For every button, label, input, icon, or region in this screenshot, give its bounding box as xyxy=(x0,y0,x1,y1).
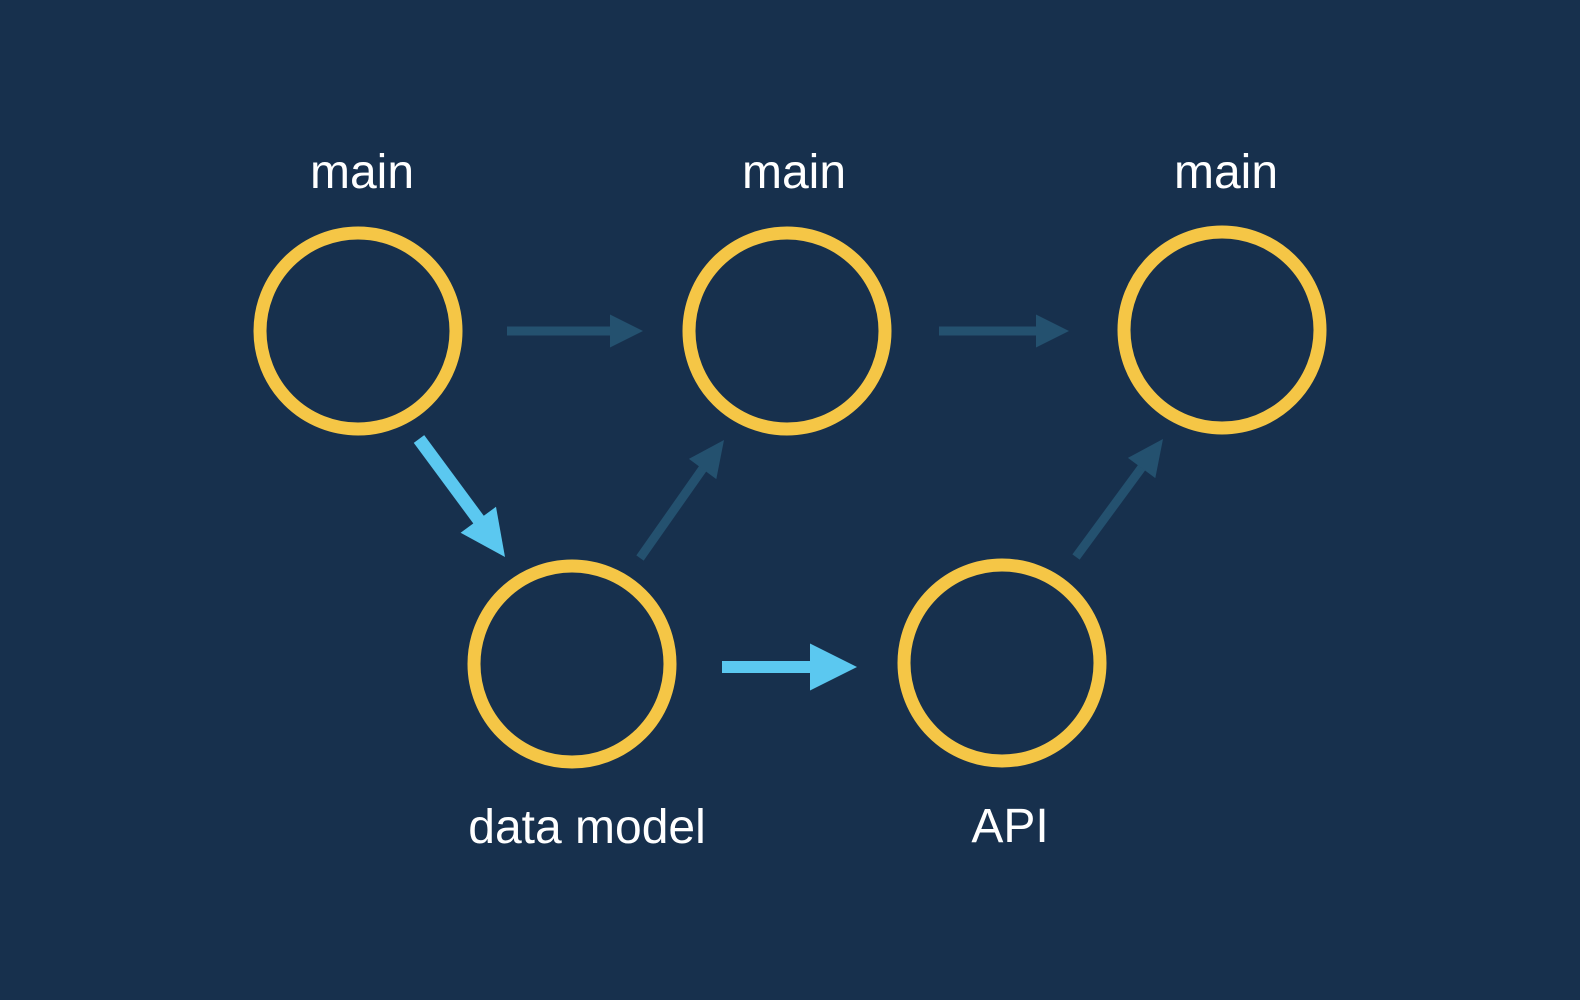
edge-main1-datamodel xyxy=(413,435,505,557)
arrowhead xyxy=(1127,439,1163,479)
edge-shaft xyxy=(413,435,490,531)
node-label-data-model: data model xyxy=(468,801,706,854)
arrowhead xyxy=(460,506,505,557)
node-data-model xyxy=(467,559,677,769)
arrowhead xyxy=(810,643,857,691)
node-label-main-1: main xyxy=(310,146,414,199)
edge-shaft xyxy=(1072,460,1149,560)
node-main-2 xyxy=(682,226,892,436)
node-label-main-2: main xyxy=(742,146,846,199)
node-main-3 xyxy=(1117,225,1327,435)
arrowhead xyxy=(688,440,724,480)
node-label-api: API xyxy=(971,800,1048,853)
arrowhead xyxy=(1036,314,1069,348)
edge-api-main3 xyxy=(1072,439,1163,560)
edge-datamodel-main2 xyxy=(636,440,724,561)
node-main-1 xyxy=(253,226,463,436)
edge-main1-main2 xyxy=(507,314,643,348)
node-label-main-3: main xyxy=(1174,146,1278,199)
edge-datamodel-api xyxy=(722,643,857,691)
arrowhead xyxy=(610,314,643,348)
edge-shaft xyxy=(636,461,710,561)
node-api xyxy=(897,558,1107,768)
edge-main2-main3 xyxy=(939,314,1069,348)
